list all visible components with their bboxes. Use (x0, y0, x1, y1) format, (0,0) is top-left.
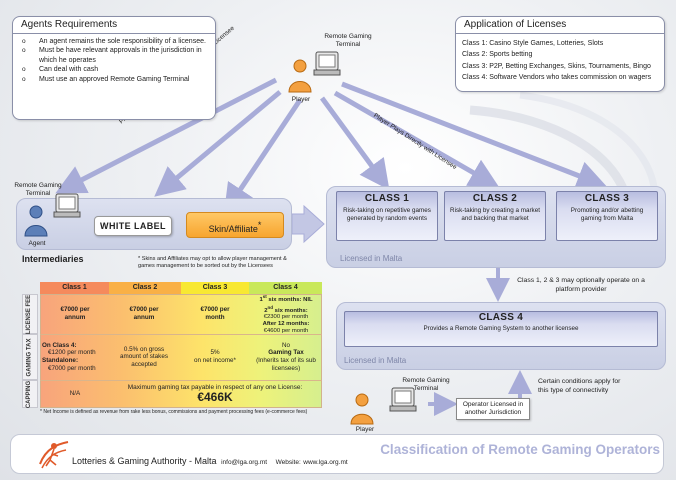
license-application-item: Class 2: Sports betting (462, 51, 533, 58)
license-fee-class-3: €7000 per month (200, 306, 230, 321)
header-class-2: Class 2 (109, 282, 181, 294)
footer-email[interactable]: info@lga.org.mt (221, 459, 268, 466)
agents-requirements-title: Agents Requirements (13, 17, 215, 34)
class-2-title: CLASS 2 (472, 193, 518, 204)
intermediaries-title: Intermediaries (22, 254, 84, 264)
application-of-licenses-box: Application of Licenses Class 1: Casino … (455, 16, 665, 92)
top-player-label: Player (291, 96, 311, 103)
conditions-note: Certain conditions apply for this type o… (538, 378, 621, 394)
footer-bar (10, 434, 664, 474)
bottom-player-label: Player (355, 426, 375, 433)
class-1-title: CLASS 1 (364, 193, 410, 204)
top-terminal-label: Remote Gaming Terminal (324, 33, 372, 48)
operator-other-jurisdiction-box: Operator Licensed in another Jurisdictio… (456, 398, 530, 420)
header-class-3: Class 3 (181, 282, 249, 294)
skin-affiliate-asterisk: * (257, 220, 262, 230)
skin-affiliate-box: Skin/Affiliate* (186, 212, 284, 238)
agents-requirements-list: An agent remains the sole responsibility… (13, 34, 215, 88)
capping-classes-2-4: Maximum gaming tax payable in respect of… (127, 383, 303, 405)
class-4-box: CLASS 4 Provides a Remote Gaming System … (344, 311, 658, 347)
row-label-license-fee-text: LICENSE FEE (26, 294, 33, 334)
capping-class-1: N/A (69, 390, 81, 398)
class-3-title: CLASS 3 (584, 193, 630, 204)
license-application-item: Class 1: Casino Style Games, Lotteries, … (462, 39, 604, 47)
class-4-desc: Provides a Remote Gaming System to anoth… (423, 325, 579, 332)
operator-label: Operator Licensed in another Jurisdictio… (462, 401, 524, 416)
gaming-tax-class-2: 0.5% on gross amount of stakes accepted (120, 345, 168, 368)
footer-org: Lotteries & Gaming Authority - Malta (72, 456, 217, 466)
license-fee-class-2: €7000 per annum (129, 306, 159, 321)
bottom-terminal-label: Remote Gaming Terminal (402, 377, 450, 392)
lga-logo-icon (39, 441, 69, 469)
application-of-licenses-title: Application of Licenses (456, 17, 664, 34)
skin-affiliate-note: * Skins and Affiliates may opt to allow … (138, 256, 287, 269)
fee-table: Class 1 Class 2 Class 3 Class 4 LICENSE … (20, 282, 322, 418)
bottom-terminal-player-icon (350, 387, 417, 425)
class-3-box: CLASS 3 Promoting and/or abetting gaming… (556, 191, 658, 241)
class-4-licensed-label: Licensed in Malta (344, 356, 407, 365)
class-1-box: CLASS 1 Risk-taking on repetitive games … (336, 191, 438, 241)
agent-requirement-item: Can deal with cash (21, 65, 207, 75)
license-fee-class-4: 1st six months: NIL 2nd six months: €230… (259, 293, 313, 335)
row-label-gaming-tax: GAMING TAX (22, 334, 38, 380)
row-label-license-fee: LICENSE FEE (22, 294, 38, 334)
platform-note: Class 1, 2 & 3 may optionally operate on… (517, 277, 645, 293)
agent-label: Agent (28, 240, 46, 247)
class-4-title: CLASS 4 (478, 312, 524, 323)
class-2-desc: Risk-taking by creating a market and bac… (450, 207, 540, 222)
gaming-tax-class-3: 5% on net income* (193, 349, 236, 364)
gaming-tax-class-4: No Gaming Tax (Inherits tax of its sub l… (256, 341, 316, 372)
row-label-gaming-tax-text: GAMING TAX (26, 338, 33, 376)
license-application-item: Class 3: P2P, Betting Exchanges, Skins, … (462, 62, 651, 70)
agent-terminal-label: Remote Gaming Terminal (14, 182, 62, 197)
footer-website-label: Website: (275, 459, 301, 466)
agents-requirements-box: Agents Requirements An agent remains the… (12, 16, 216, 120)
skin-affiliate-label: Skin/Affiliate (208, 224, 258, 234)
top-terminal-player-icon (288, 51, 341, 93)
table-body (40, 294, 322, 408)
to-classes-arrow (291, 204, 325, 244)
white-label-box: WHITE LABEL (94, 216, 172, 236)
header-class-4: Class 4 (249, 282, 322, 294)
direct-arrow-label: Player Plays Directly with Licensee (372, 112, 458, 172)
agent-requirement-item: Must use an approved Remote Gaming Termi… (21, 75, 207, 85)
net-income-footnote: * Net Income is defined as revenue from … (40, 409, 308, 415)
class-2-box: CLASS 2 Risk-taking by creating a market… (444, 191, 546, 241)
diagram-title: Classification of Remote Gaming Operator… (380, 442, 660, 457)
agent-terminal-icon (24, 193, 81, 237)
footer-org-line: Lotteries & Gaming Authority - Malta inf… (72, 456, 348, 466)
agent-requirement-item: Must be have relevant approvals in the j… (21, 46, 207, 65)
row-label-capping: CAPPING (22, 380, 38, 408)
agent-requirement-item: An agent remains the sole responsibility… (21, 37, 207, 47)
row-label-capping-text: CAPPING (26, 380, 33, 408)
header-class-1: Class 1 (40, 282, 109, 294)
class-1-desc: Risk-taking on repetitive games generate… (343, 207, 431, 222)
classes-licensed-label: Licensed in Malta (340, 254, 403, 263)
license-fee-class-1: €7000 per annum (60, 306, 90, 321)
license-application-item: Class 4: Software Vendors who takes comm… (462, 74, 652, 81)
gaming-tax-class-1: On Class 4: €1200 per month Standalone: … (42, 341, 96, 372)
class-3-desc: Promoting and/or abetting gaming from Ma… (570, 207, 644, 222)
footer-website[interactable]: www.lga.org.mt (303, 459, 348, 466)
application-of-licenses-list: Class 1: Casino Style Games, Lotteries, … (456, 34, 664, 88)
